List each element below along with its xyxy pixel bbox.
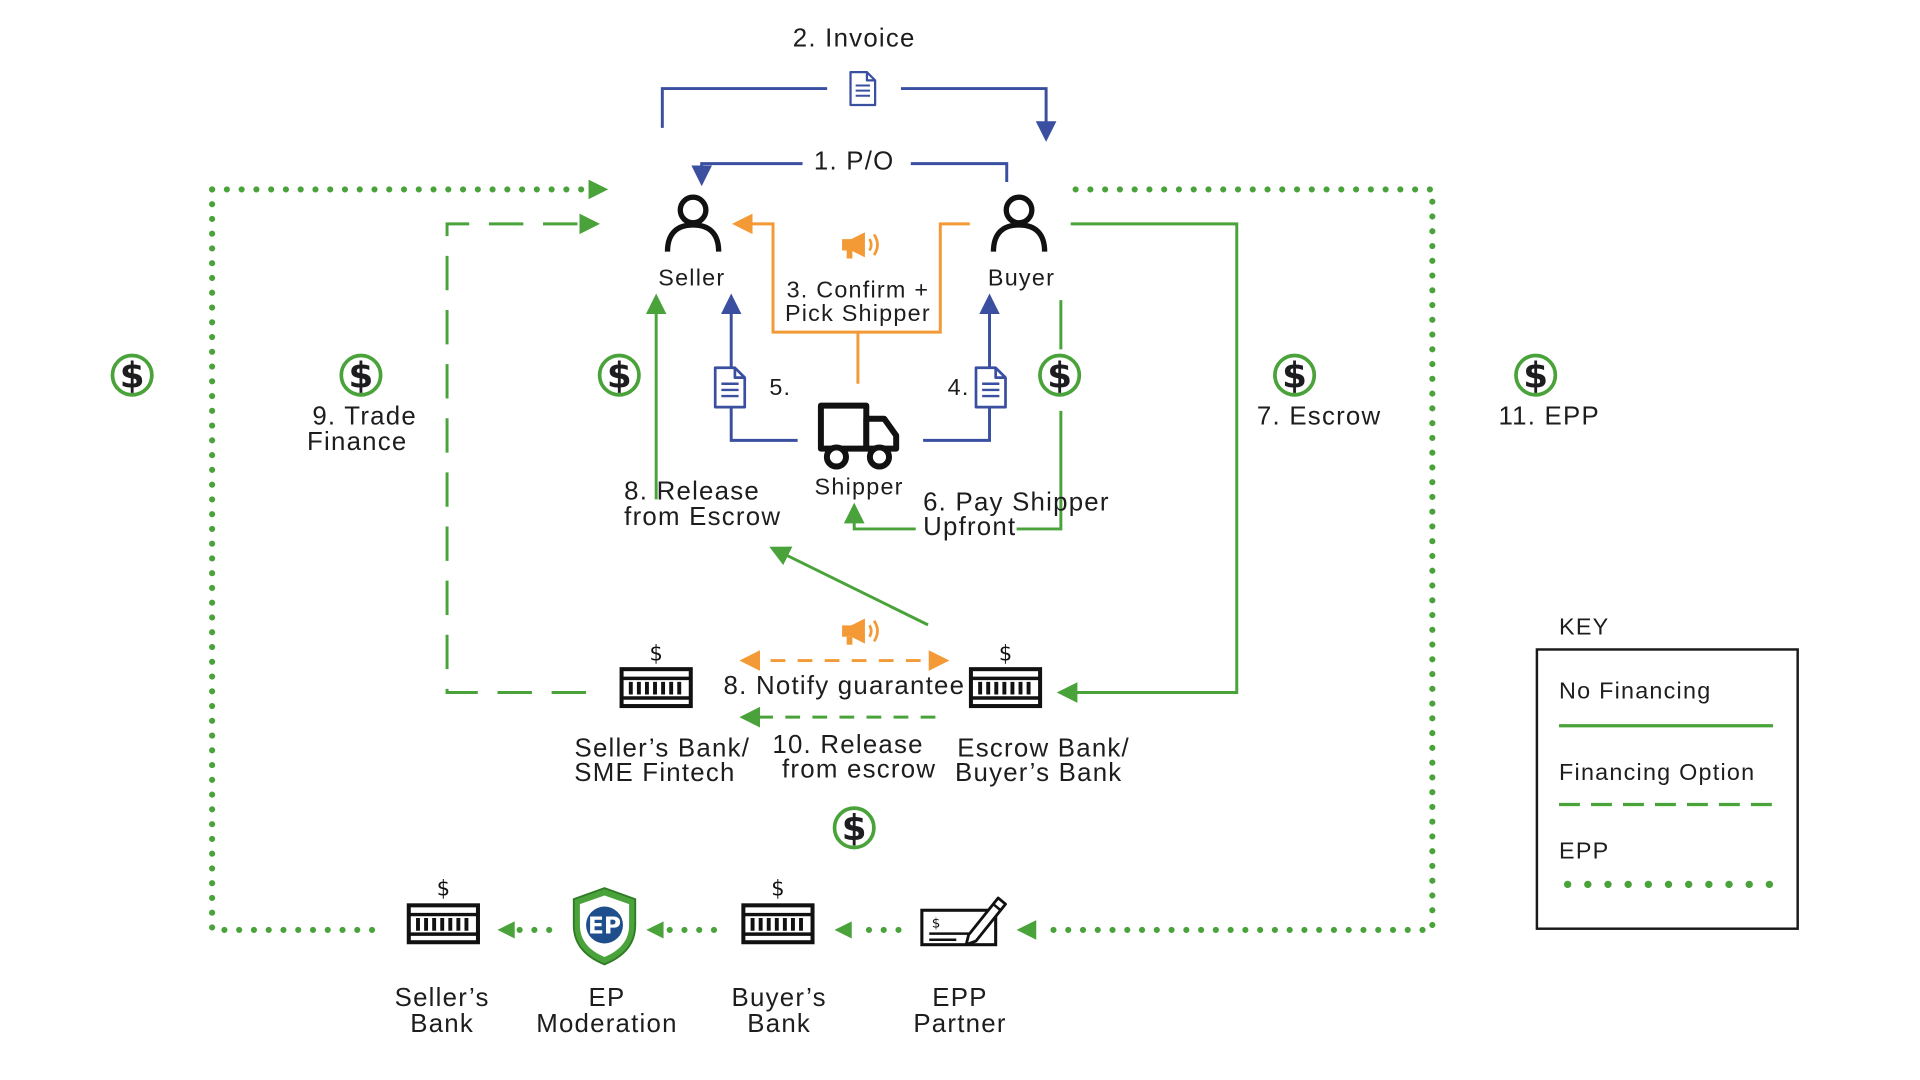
escrow-bank-icon: $ <box>971 642 1040 707</box>
po-label: 1. P/O <box>814 148 895 176</box>
svg-text:$: $ <box>437 876 450 900</box>
shipper-label: Shipper <box>815 473 904 499</box>
invoice-arrow <box>660 70 1057 142</box>
step5-label: 5. <box>769 374 791 400</box>
document-4-icon <box>974 366 1007 409</box>
megaphone-icon <box>840 230 879 260</box>
confirm-shipper-arrow <box>731 213 970 384</box>
escrow-solid-path <box>1056 222 1239 703</box>
po-arrow <box>691 162 1009 187</box>
svg-text:EP: EP <box>588 912 621 940</box>
doc4-arrow <box>923 293 1007 442</box>
svg-text:$: $ <box>120 355 145 396</box>
escrow-bank-label-line2: Buyer’s Bank <box>955 759 1122 787</box>
legend-item-no-financing: No Financing <box>1559 678 1711 704</box>
release10-label-line2: from escrow <box>782 755 936 783</box>
escrow-bank-label-line1: Escrow Bank/ <box>957 734 1130 762</box>
epp-dotted-loop <box>209 186 1436 934</box>
buyer-label: Buyer <box>988 264 1055 290</box>
svg-text:$: $ <box>771 876 784 900</box>
pay-shipper-arrow <box>843 300 1063 531</box>
epp-label: 11. EPP <box>1498 402 1599 430</box>
ep-moderation-label-line2: Moderation <box>536 1010 678 1038</box>
ep-moderation-label-line1: EP <box>589 984 626 1012</box>
buyers-bank-label-line2: Bank <box>747 1010 811 1038</box>
release-escrow-diagonal-arrow <box>769 546 929 627</box>
document-5-icon <box>713 366 747 409</box>
trade-finance-dashed-path <box>445 213 601 695</box>
epp-partner-cheque-icon <box>920 896 1008 947</box>
buyers-bank-icon: $ <box>743 876 812 942</box>
dollar-coin-icon: $ <box>110 353 154 397</box>
dollar-coin-icon: $ <box>1273 353 1317 397</box>
legend: KEY No Financing Financing Option EPP <box>1535 614 1799 930</box>
invoice-document-icon <box>849 70 877 107</box>
pay-shipper-label-line2: Upfront <box>923 513 1016 541</box>
sellers-bank-fintech-label-line2: SME Fintech <box>574 759 735 787</box>
release10-label-line1: 10. Release <box>772 731 923 759</box>
dollar-coin-icon: $ <box>339 353 383 397</box>
doc5-arrow <box>713 293 798 442</box>
step4-label: 4. <box>948 374 970 400</box>
sellers-bank-label-line2: Bank <box>410 1010 474 1038</box>
svg-text:$: $ <box>1282 355 1307 396</box>
svg-text:$: $ <box>349 355 374 396</box>
notify-guarantee-label: 8. Notify guarantee <box>724 672 966 700</box>
dollar-coin-icon: $ <box>832 806 876 850</box>
sellers-bank-label-line1: Seller’s <box>395 984 490 1012</box>
buyer-person-icon <box>993 197 1044 251</box>
seller-person-icon <box>667 197 718 251</box>
dollar-coin-icon: $ <box>1038 353 1082 397</box>
svg-text:$: $ <box>1523 355 1548 396</box>
invoice-label: 2. Invoice <box>793 25 916 53</box>
legend-item-financing-option: Financing Option <box>1559 759 1755 785</box>
confirm-label-line1: 3. Confirm + <box>787 277 930 303</box>
escrow-label: 7. Escrow <box>1257 402 1381 430</box>
seller-label: Seller <box>658 264 725 290</box>
epp-partner-label-line1: EPP <box>932 984 987 1012</box>
confirm-label-line2: Pick Shipper <box>785 300 931 326</box>
legend-item-epp: EPP <box>1559 838 1609 864</box>
release-escrow-label-line2: from Escrow <box>624 503 781 531</box>
ep-moderation-shield-icon: EP <box>572 887 637 966</box>
dollar-coin-icon: $ <box>1514 353 1558 397</box>
epp-partner-label-line2: Partner <box>913 1010 1006 1038</box>
megaphone-icon <box>840 617 879 647</box>
epp-arrowheads <box>497 179 1037 940</box>
buyers-bank-label-line1: Buyer’s <box>732 984 827 1012</box>
svg-text:$: $ <box>842 808 867 849</box>
svg-text:$: $ <box>650 642 663 666</box>
shipper-truck-icon <box>821 406 896 467</box>
svg-text:$: $ <box>1047 355 1072 396</box>
svg-text:$: $ <box>999 642 1012 666</box>
trade-finance-label-line1: 9. Trade <box>312 402 417 430</box>
pay-shipper-label-line1: 6. Pay Shipper <box>923 488 1110 516</box>
legend-title: KEY <box>1559 614 1609 640</box>
sellers-bank-icon: $ <box>409 876 478 942</box>
svg-text:$: $ <box>607 355 632 396</box>
sellers-bank-fintech-label-line1: Seller’s Bank/ <box>575 734 751 762</box>
release-escrow-label-line1: 8. Release <box>624 477 760 505</box>
dollar-coin-icon: $ <box>597 353 641 397</box>
trade-finance-label-line2: Finance <box>307 428 408 456</box>
sellers-bank-fintech-icon: $ <box>622 642 691 707</box>
